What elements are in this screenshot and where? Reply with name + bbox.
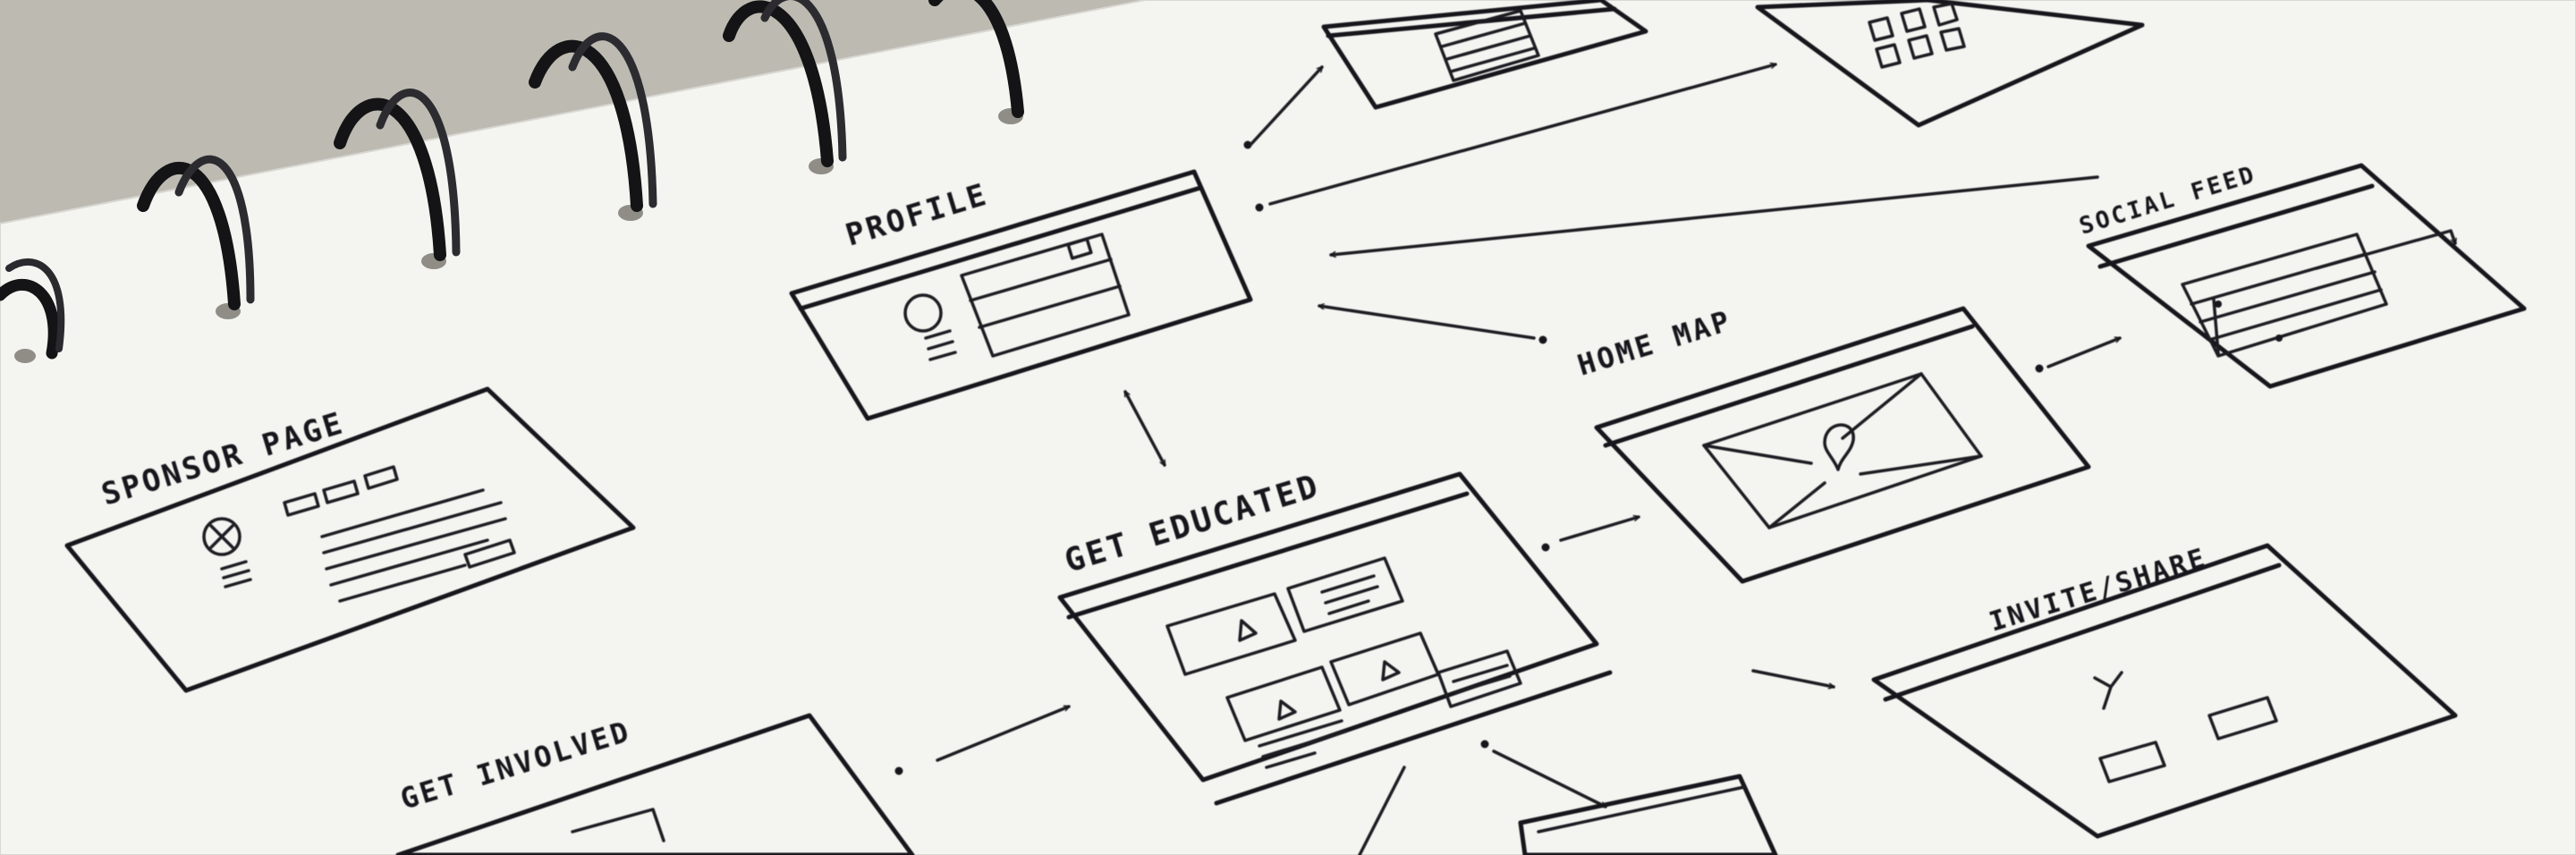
- spiral-binding: [0, 0, 1024, 363]
- article-tile: [1436, 649, 1522, 708]
- article-tile: [1286, 556, 1404, 633]
- invite-button-sketch: [2098, 741, 2166, 783]
- share-button-sketch: [2207, 696, 2278, 741]
- top-list-wireframe: [1321, 0, 1648, 110]
- feed-list: [2181, 233, 2388, 358]
- map-pin-icon: [1823, 423, 1855, 471]
- share-icon: [2093, 671, 2123, 710]
- cropped-bottom-wireframe: [1518, 774, 1778, 855]
- video-tile: [1225, 665, 1342, 742]
- profile-avatar-icon: [903, 293, 943, 333]
- flow-arrows: [894, 64, 2121, 855]
- avatar-icon: [202, 517, 242, 556]
- top-grid-wireframe: [1755, 0, 2145, 128]
- video-tile: [1165, 592, 1297, 676]
